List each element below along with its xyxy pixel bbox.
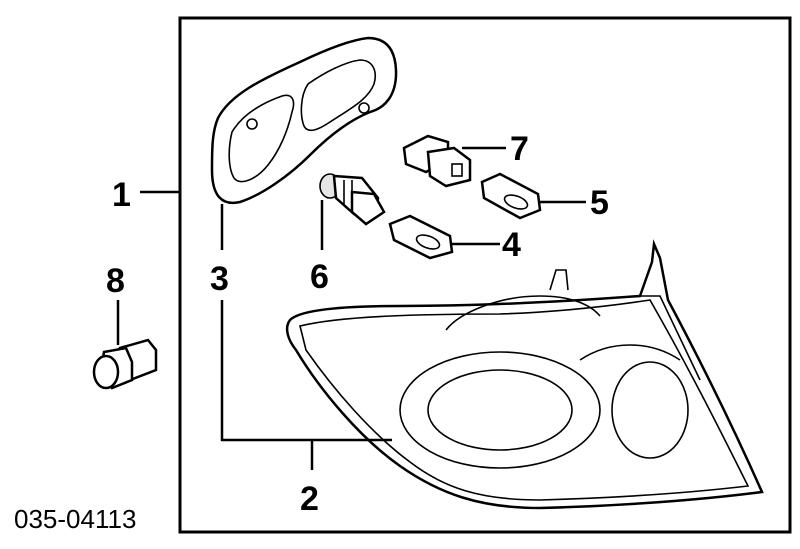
diagram-frame: [178, 16, 792, 534]
leader-line-2: [220, 300, 392, 442]
socket-part-6: [319, 173, 386, 226]
callout-2: 2: [300, 480, 319, 518]
callout-1: 1: [112, 176, 131, 214]
callout-6: 6: [310, 258, 329, 296]
callout-5: 5: [590, 184, 609, 222]
bulb-part-8: [92, 338, 158, 390]
diagram-code: 035-04113: [14, 504, 136, 534]
callout-4: 4: [502, 226, 521, 264]
socket-part-7: [402, 134, 472, 188]
callout-3: 3: [210, 260, 229, 298]
lamp-housing-part: [285, 239, 764, 510]
callout-7: 7: [510, 130, 529, 168]
bulb-part-5: [480, 172, 542, 220]
gasket-part: [210, 36, 398, 205]
bulb-part-4: [388, 214, 454, 260]
callout-8: 8: [106, 262, 125, 300]
